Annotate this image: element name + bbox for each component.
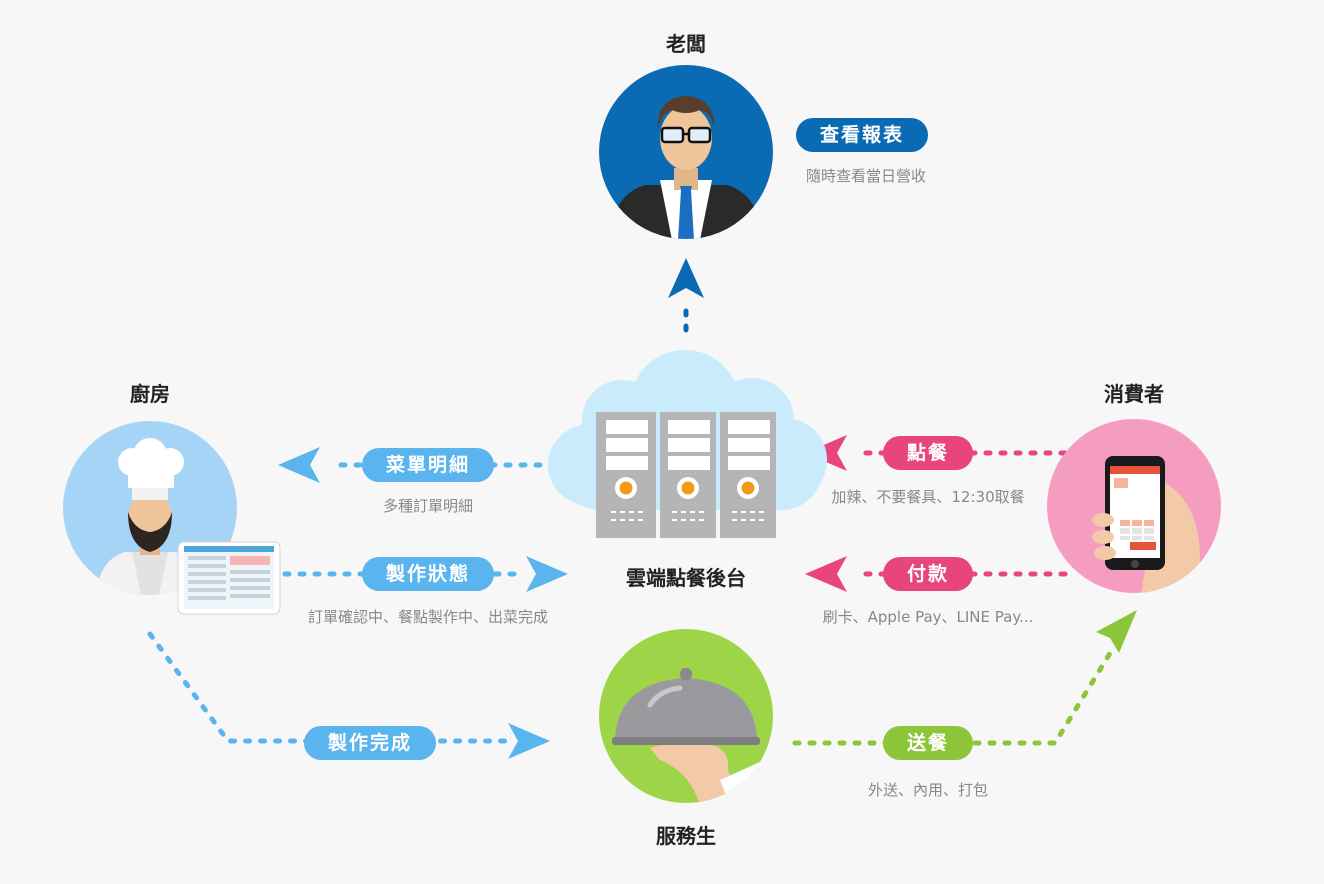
- connector-kitchen-to-waiter: [147, 631, 508, 744]
- arrow-left-kitchen-icon: [278, 447, 320, 483]
- cloud-server-icon: [548, 350, 827, 538]
- chef-avatar: [63, 421, 281, 615]
- status-pill: 製作狀態: [361, 557, 495, 591]
- done-pill: 製作完成: [303, 726, 437, 760]
- status-desc: 訂單確認中、餐點製作中、出菜完成: [307, 608, 549, 626]
- deliver-desc: 外送、內用、打包: [867, 781, 989, 799]
- deliver-pill: 送餐: [882, 726, 974, 760]
- menu-detail-pill: 菜單明細: [361, 448, 495, 482]
- connector-waiter-to-customer: [792, 647, 1115, 746]
- tablet-icon: [177, 541, 281, 615]
- boss-avatar: [599, 65, 773, 239]
- customer-label: 消費者: [1104, 382, 1164, 406]
- server-rack-icon: [596, 412, 776, 538]
- waiter-avatar: [599, 629, 773, 803]
- boss-label: 老闆: [666, 32, 706, 56]
- cloud-label: 雲端點餐後台: [626, 566, 746, 590]
- arrow-up-boss-icon: [668, 258, 704, 298]
- report-desc: 隨時查看當日營收: [805, 167, 927, 185]
- arrow-right-waiter-icon: [508, 723, 550, 759]
- pay-desc: 刷卡、Apple Pay、LINE Pay...: [822, 608, 1034, 626]
- menu-detail-desc: 多種訂單明細: [382, 497, 474, 515]
- order-pill: 點餐: [882, 436, 974, 470]
- arrow-left-pay-icon: [805, 556, 847, 592]
- kitchen-label: 廚房: [130, 382, 170, 406]
- pay-pill: 付款: [882, 557, 974, 591]
- arrow-right-cloud-icon: [526, 556, 568, 592]
- report-pill: 查看報表: [795, 118, 929, 152]
- arrow-up-customer-icon: [1096, 610, 1137, 653]
- order-desc: 加辣、不要餐具、12:30取餐: [831, 488, 1025, 506]
- customer-avatar: [1047, 419, 1221, 593]
- waiter-label: 服務生: [656, 824, 716, 848]
